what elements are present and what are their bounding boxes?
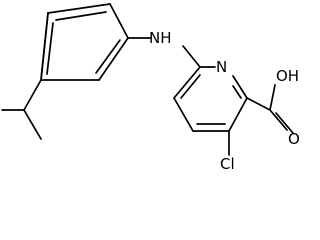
bond [246, 97, 271, 111]
double-bond [275, 112, 294, 134]
bond [182, 45, 201, 68]
double-bond [55, 11, 107, 21]
pyridine-n-label: N [216, 58, 227, 76]
bond [23, 109, 42, 140]
carboxylic-acid-group [246, 84, 294, 134]
double-bond [232, 85, 242, 99]
bond [173, 97, 194, 132]
double-bond [95, 39, 121, 74]
cl-label: Cl [220, 155, 235, 173]
amine-link [127, 37, 201, 68]
double-bond [46, 22, 54, 75]
bond [269, 84, 276, 111]
chemical-structure: NH N OH O Cl [1, 3, 300, 173]
nh-label: NH [149, 29, 172, 47]
bond [40, 12, 49, 81]
isopropyl-group [1, 79, 42, 140]
o-label: O [288, 130, 300, 148]
bond [228, 97, 248, 132]
oh-label: OH [276, 67, 299, 85]
bond [109, 3, 129, 39]
bond [47, 3, 111, 14]
bond [232, 75, 248, 99]
bond [23, 79, 42, 111]
benzene-ring [40, 3, 129, 81]
bond [269, 109, 288, 131]
bond [173, 66, 201, 99]
bond [98, 37, 129, 81]
double-bond [180, 74, 201, 99]
pyridine-ring [173, 66, 248, 132]
